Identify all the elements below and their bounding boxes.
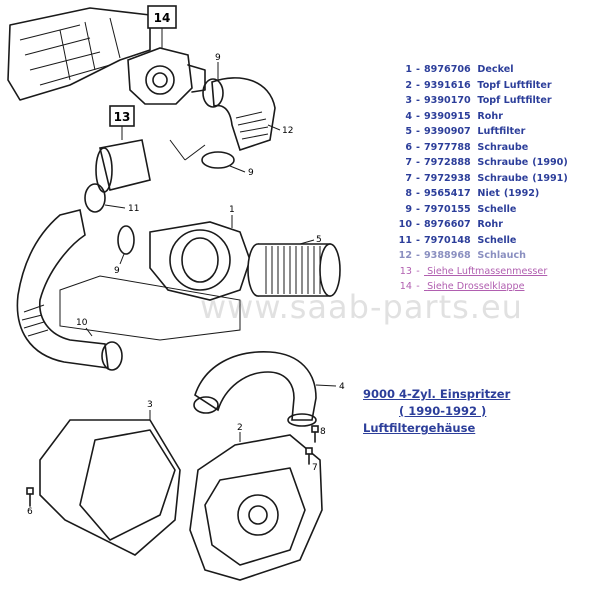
callout-4: 4	[339, 382, 345, 392]
watermark: www.saab-parts.eu	[200, 288, 523, 326]
parts-list-row: 2-9391616 Topf Luftfilter	[405, 79, 552, 91]
screw-7-rivet-8: 8 7	[305, 425, 326, 473]
parts-list-row: 9-7970155 Schelle	[405, 203, 517, 215]
callout-11: 11	[128, 204, 139, 214]
callout-10: 10	[76, 318, 88, 328]
parts-list-row: 5-9390907 Luftfilter	[405, 126, 526, 137]
callout-7: 7	[312, 463, 318, 473]
caption-model: 9000 4-Zyl. Einspritzer	[363, 387, 511, 401]
parts-list-row: 10-8976607 Rohr	[398, 219, 503, 230]
parts-list-row: 6-7977788 Schraube	[405, 141, 529, 153]
parts-list-row: 4-9390915 Rohr	[405, 110, 503, 122]
pipe-10: 10	[16, 209, 123, 371]
parts-list-row: 7-7972888 Schraube(1990)	[405, 157, 568, 168]
parts-list-row: 3-9390170 Topf Luftfilter	[405, 95, 552, 106]
clamp-9-top: 9	[202, 53, 224, 108]
engine-block-outline	[7, 7, 151, 101]
parts-list-row: 7-7972938 Schraube(1991)	[405, 172, 568, 184]
callout-6: 6	[27, 507, 33, 517]
pipe-4: 4	[193, 351, 345, 427]
parts-list-row: 8-9565417 Niet(1992)	[405, 188, 540, 199]
cover-1: 1	[149, 205, 251, 301]
air-filter-5: 5	[247, 235, 341, 297]
callout-2: 2	[237, 423, 243, 433]
parts-list-row: 12-9388968 Schlauch	[398, 250, 526, 261]
link-drosselklappe[interactable]: 14- Siehe Drosselklappe	[399, 281, 525, 292]
housing-2: 2	[189, 423, 323, 581]
callout-3: 3	[147, 400, 153, 410]
callout-13: 13	[114, 110, 131, 124]
callout-8: 8	[320, 427, 326, 437]
callout-12: 12	[282, 126, 293, 136]
diagram-caption: 9000 4-Zyl. Einspritzer ( 1990-1992 ) Lu…	[363, 386, 510, 437]
screw-6: 6	[26, 487, 34, 517]
clamp-11: 11	[84, 183, 139, 214]
callout-9-middle: 9	[248, 168, 254, 178]
caption-title: Luftfiltergehäuse	[363, 421, 476, 435]
link-luftmassenmesser[interactable]: 13- Siehe Luftmassenmesser	[399, 265, 548, 277]
parts-list-row: 11-7970148 Schelle	[398, 234, 517, 246]
throttle-housing	[127, 47, 206, 105]
clamp-9-middle: 9	[201, 151, 254, 178]
clamp-9-bottom: 9	[114, 225, 135, 276]
caption-years: ( 1990-1992 )	[399, 404, 487, 418]
parts-list-row: 1-8976706 Deckel	[405, 64, 514, 75]
callout-14: 14	[154, 11, 171, 25]
callout-5: 5	[316, 235, 322, 245]
air-mass-meter: 13	[95, 105, 206, 193]
callout-box-14: 14	[147, 5, 177, 48]
callout-9-top: 9	[215, 53, 221, 63]
hose-12: 12	[211, 77, 293, 152]
housing-3: 3	[39, 400, 181, 556]
callout-1: 1	[229, 205, 235, 215]
assembly-outline	[59, 275, 241, 341]
parts-list: 1-8976706 Deckel 2-9391616 Topf Luftfilt…	[392, 62, 597, 295]
callout-9-bottom: 9	[114, 266, 120, 276]
